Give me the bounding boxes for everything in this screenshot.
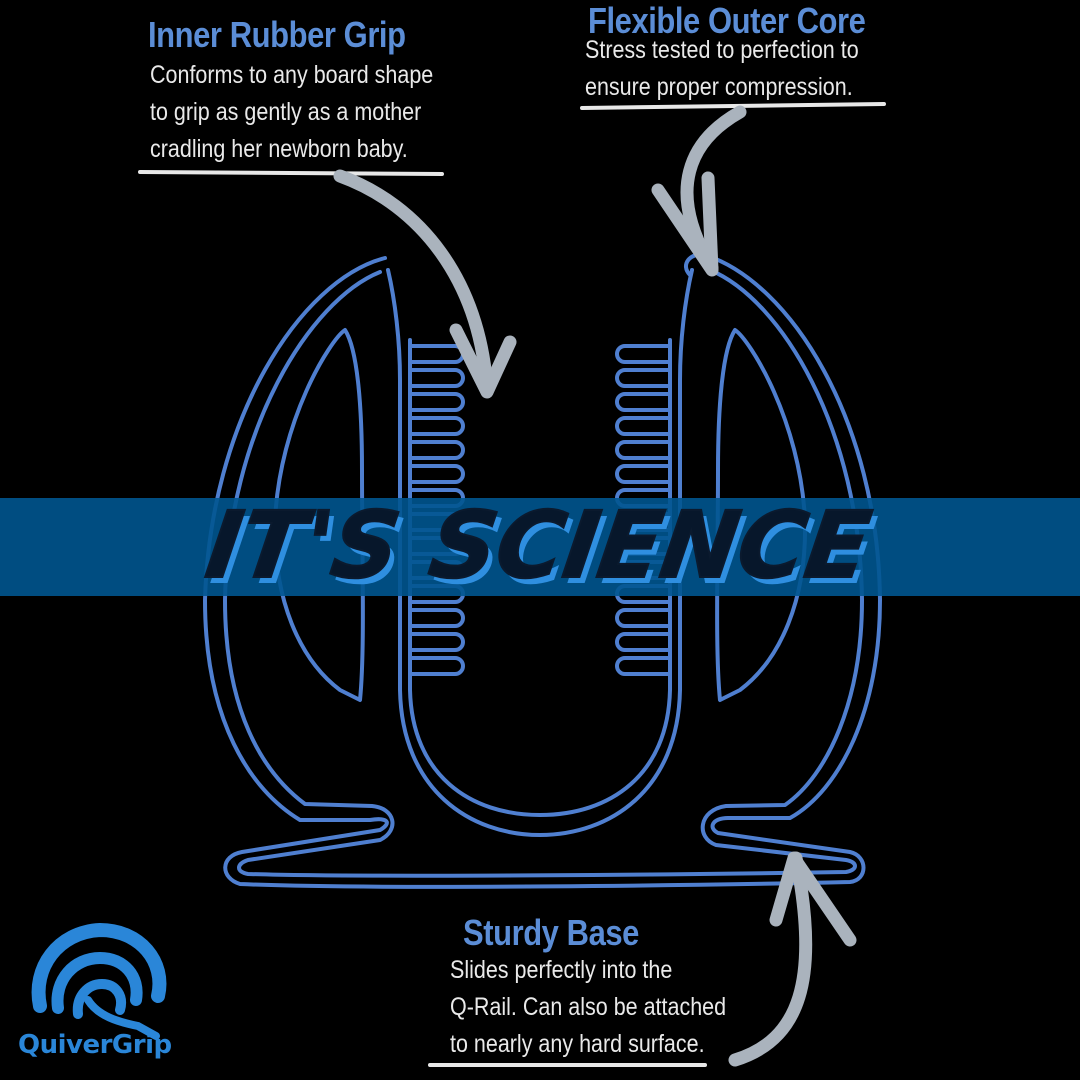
science-banner-text: IT'S SCIENCE IT'S SCIENCE xyxy=(199,498,882,596)
base-line-3: to nearly any hard surface. xyxy=(450,1030,705,1058)
center-u-inner xyxy=(408,338,672,817)
inner-grip-underline xyxy=(138,170,444,176)
inner-grip-line-1: Conforms to any board shape xyxy=(150,61,434,89)
outer-core-title: Flexible Outer Core xyxy=(588,0,866,41)
science-banner xyxy=(0,498,1080,596)
inner-jaw-left xyxy=(272,328,365,702)
outer-shell-left-inner xyxy=(223,268,864,878)
base-line-2: Q-Rail. Can also be attached xyxy=(450,993,727,1021)
base-description: Slides perfectly into the Q-Rail. Can al… xyxy=(450,952,726,1063)
quivergrip-logo-icon xyxy=(31,922,167,1040)
inner-grip-arrow xyxy=(333,169,494,397)
inner-grip-line-2: to grip as gently as a mother xyxy=(150,98,422,126)
outer-core-description: Stress tested to perfection to ensure pr… xyxy=(585,32,859,106)
inner-jaw-right xyxy=(715,328,808,702)
base-arrowhead xyxy=(769,851,857,947)
outer-core-line-1: Stress tested to perfection to xyxy=(585,36,859,64)
base-line-1: Slides perfectly into the xyxy=(450,956,673,984)
inner-grip-description: Conforms to any board shape to grip as g… xyxy=(150,57,433,168)
outer-core-line-2: ensure proper compression. xyxy=(585,73,853,101)
outer-core-underline xyxy=(580,102,886,110)
quivergrip-wordmark: QuiverGrip xyxy=(18,1030,172,1060)
inner-grip-line-3: cradling her newborn baby. xyxy=(150,135,408,163)
inner-grip-arrowhead xyxy=(449,323,517,399)
center-u-outer xyxy=(386,268,694,837)
outer-shell-left xyxy=(203,252,882,889)
outer-core-arrowhead xyxy=(651,171,719,277)
science-banner-title: IT'S SCIENCE xyxy=(200,498,877,596)
inner-grip-title: Inner Rubber Grip xyxy=(148,14,406,55)
science-banner-shadow: IT'S SCIENCE xyxy=(205,498,882,596)
base-title: Sturdy Base xyxy=(463,912,639,953)
base-arrow xyxy=(728,851,813,1067)
